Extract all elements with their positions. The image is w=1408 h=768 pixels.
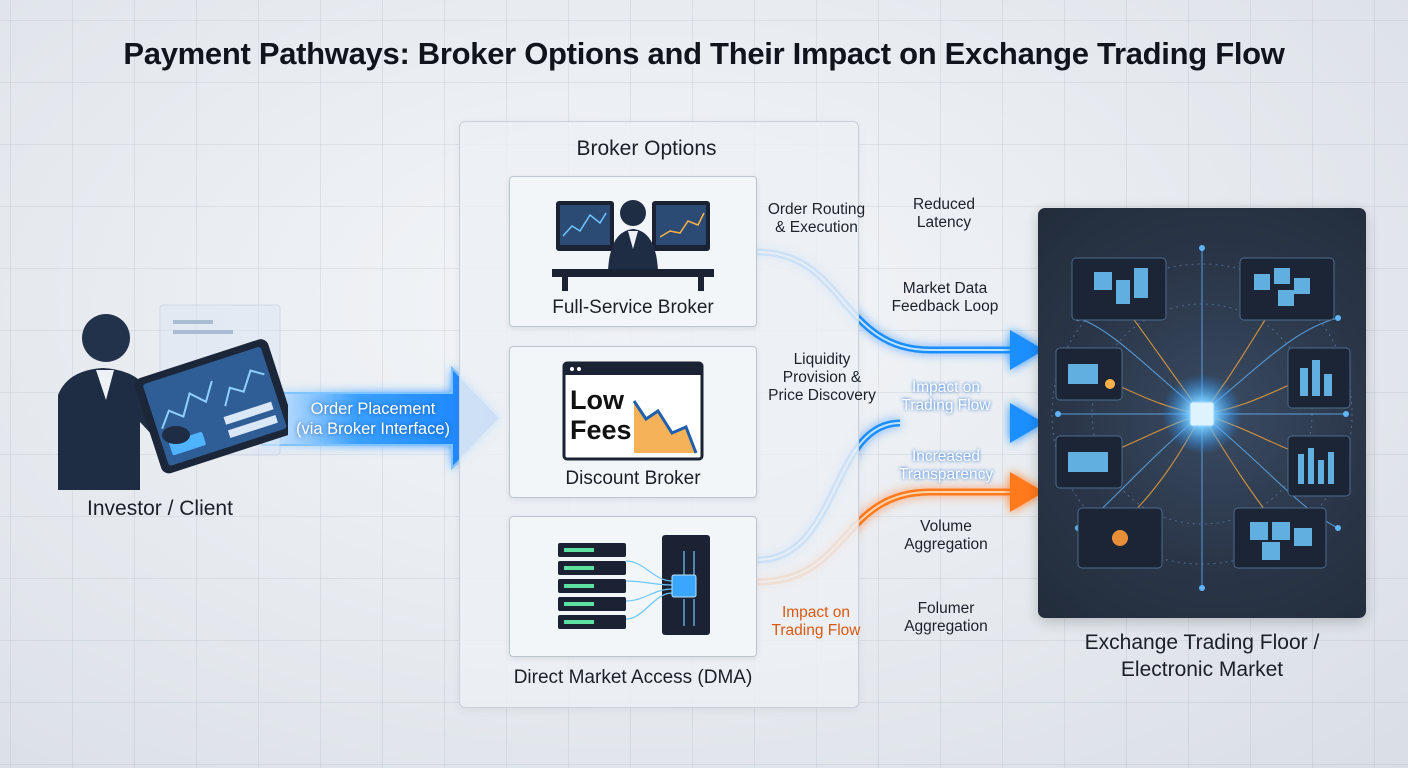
folumer-label: Folumer Aggregation [904,600,988,635]
reduced-latency-label: Reduced Latency [912,196,976,231]
full-service-broker-label: Full-Service Broker [552,297,714,318]
arrowhead-1 [1010,330,1044,370]
impact-blue-label: Impact on Trading Flow [901,379,991,414]
discount-broker-label: Discount Broker [565,468,701,489]
volume-label: Volume Aggregation [904,518,988,553]
network-chip-hub-icon [1051,245,1353,591]
low-fees-text-line2: Fees [570,415,632,445]
order-routing-label: Order Routing & Execution [767,201,866,236]
liquidity-label: Liquidity Provision & Price Discovery [768,351,876,404]
arrowhead-2 [1010,403,1044,443]
dma-card[interactable]: Direct Market Access (DMA) [509,516,757,688]
broker-options-title: Broker Options [576,137,717,160]
exchange-label: Exchange Trading Floor / Electronic Mark… [1084,631,1320,681]
full-service-broker-card[interactable]: Full-Service Broker [509,176,757,327]
investor-figure-icon [58,304,288,490]
market-data-label: Market Data Feedback Loop [891,280,999,315]
order-placement-label: Order Placement (via Broker Interface) [295,400,451,438]
exchange-box[interactable] [1038,208,1366,618]
discount-broker-card[interactable]: Low Fees Discount Broker [509,346,757,498]
low-fees-chart-icon: Low Fees [562,361,704,461]
transparency-label: Increased Transparency [898,448,994,483]
impact-orange-label: Impact on Trading Flow [771,604,861,639]
trader-with-monitors-icon [552,200,714,291]
dma-label: Direct Market Access (DMA) [513,667,753,688]
investor-label: Investor / Client [87,497,233,520]
server-chip-icon [558,535,710,635]
arrowhead-3 [1010,472,1044,512]
low-fees-text-line1: Low [570,385,625,415]
diagram-title: Payment Pathways: Broker Options and The… [123,36,1285,71]
